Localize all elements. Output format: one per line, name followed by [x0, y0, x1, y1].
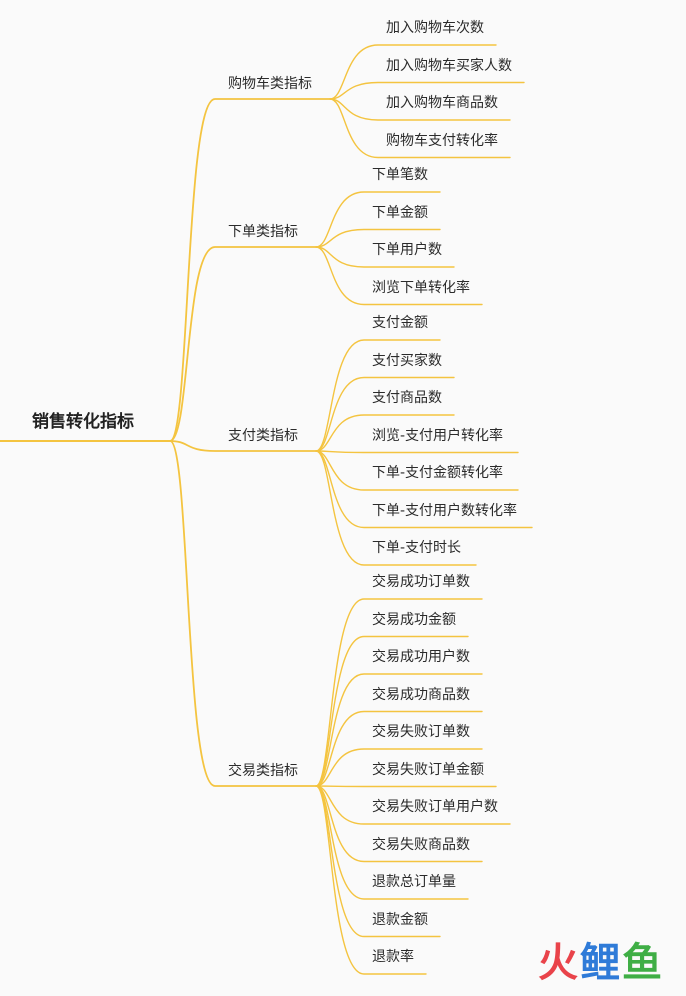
leaf-node: 退款率 [372, 949, 414, 965]
leaf-node: 交易失败商品数 [372, 836, 470, 853]
leaf-connector-4-3 [315, 673, 483, 787]
leaf-node: 下单-支付时长 [372, 540, 462, 556]
leaf-node: 退款金额 [372, 911, 428, 928]
watermark-char-3: 鱼 [622, 940, 664, 986]
leaf-connector-4-5 [315, 748, 483, 787]
leaf-connector-4-6 [315, 785, 497, 788]
leaf-node: 加入购物车商品数 [386, 95, 498, 111]
leaf-node: 下单金额 [372, 204, 428, 221]
leaf-node: 加入购物车次数 [386, 20, 484, 36]
leaf-connector-3-4 [315, 450, 519, 454]
leaf-node: 下单笔数 [372, 167, 428, 183]
leaf-node: 交易成功商品数 [372, 686, 470, 703]
leaf-node: 支付金额 [372, 315, 428, 331]
root-node: 销售转化指标 [32, 412, 134, 432]
leaf-connector-3-5 [315, 450, 519, 491]
watermark-char-2: 鲤 [580, 940, 622, 986]
leaf-node: 下单-支付用户数转化率 [372, 502, 518, 519]
branch-node-4: 交易类指标 [228, 763, 298, 779]
leaf-connector-3-1 [315, 339, 441, 452]
branch-node-1: 购物车类指标 [228, 76, 312, 92]
leaf-connector-4-11 [315, 785, 427, 975]
leaf-connector-4-2 [315, 635, 469, 787]
leaf-connector-2-1 [315, 191, 441, 248]
leaf-connector-1-2 [329, 81, 525, 100]
leaf-connector-1-1 [329, 44, 497, 100]
branch-connector-3 [169, 440, 317, 452]
leaf-connector-2-2 [315, 228, 441, 248]
watermark-char-1: 火 [538, 940, 580, 986]
branch-connector-2 [169, 246, 317, 442]
leaf-connector-1-3 [329, 98, 511, 121]
leaf-node: 加入购物车买家人数 [386, 57, 512, 74]
leaf-node: 交易失败订单金额 [372, 761, 484, 778]
branch-node-3: 支付类指标 [228, 428, 298, 444]
leaf-node: 交易失败订单用户数 [372, 799, 498, 815]
leaf-connector-4-4 [315, 710, 483, 787]
leaf-node: 支付商品数 [372, 390, 442, 406]
leaf-node: 交易失败订单数 [372, 724, 470, 740]
leaf-node: 下单-支付金额转化率 [372, 465, 504, 481]
branch-connector-1 [169, 98, 331, 442]
leaf-node: 交易成功金额 [372, 611, 456, 628]
leaf-node: 浏览下单转化率 [372, 279, 470, 296]
leaf-connector-3-7 [315, 450, 477, 566]
watermark-logo: 火鲤鱼 [538, 930, 664, 988]
leaf-connector-3-2 [315, 376, 455, 452]
leaf-node: 交易成功用户数 [372, 649, 470, 665]
leaf-node: 交易成功订单数 [372, 574, 470, 590]
leaf-node: 购物车支付转化率 [386, 132, 498, 149]
branch-connector-4 [169, 440, 317, 787]
leaf-connector-4-7 [315, 785, 511, 825]
branch-node-2: 下单类指标 [228, 224, 298, 240]
leaf-node: 下单用户数 [372, 242, 442, 258]
leaf-node: 浏览-支付用户转化率 [372, 427, 504, 444]
leaf-connector-3-3 [315, 414, 455, 452]
leaf-node: 退款总订单量 [372, 874, 456, 890]
leaf-node: 支付买家数 [372, 352, 442, 369]
leaf-connector-2-4 [315, 246, 483, 306]
leaf-connector-1-4 [329, 98, 511, 159]
leaf-connector-2-3 [315, 246, 455, 268]
